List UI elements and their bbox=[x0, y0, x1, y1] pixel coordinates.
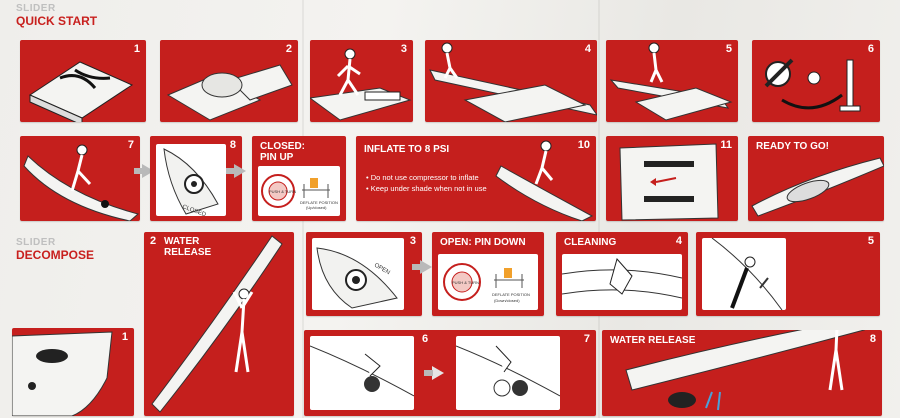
title-line: WATER bbox=[164, 236, 200, 247]
inflated-kayak-illustration bbox=[495, 140, 594, 221]
step-number: 11 bbox=[720, 139, 732, 151]
deflate-position-label: DEFLATE POSITION bbox=[492, 292, 530, 297]
arrow-right-icon bbox=[424, 366, 444, 380]
quick-start-title: QUICK START bbox=[16, 14, 98, 28]
title-line: PIN UP bbox=[260, 152, 294, 163]
fold-line bbox=[598, 0, 600, 418]
inflate-title: INFLATE TO 8 PSI bbox=[364, 144, 450, 155]
valve-diagram: PUSH & TURN DEFLATE POSITION (Up/closed) bbox=[258, 166, 340, 216]
ready-to-go-panel: READY TO GO! bbox=[748, 136, 884, 221]
water-release-2-title: WATER RELEASE bbox=[164, 236, 211, 258]
ready-title: READY TO GO! bbox=[756, 141, 829, 152]
open-pin-down-panel: OPEN: PIN DOWN PUSH & TURN DEFLATE POSIT… bbox=[432, 232, 544, 316]
valve-open-illustration: OPEN bbox=[316, 247, 398, 309]
inflate-panel: 10 INFLATE TO 8 PSI Do not use compresso… bbox=[356, 136, 596, 221]
closed-pin-up-title: CLOSED: PIN UP bbox=[260, 141, 305, 163]
pump-and-gauge-illustration bbox=[764, 58, 861, 112]
step-6-closeup bbox=[309, 336, 415, 410]
decompose-title: DECOMPOSE bbox=[16, 248, 95, 262]
dec-step-5-panel: 5 bbox=[696, 232, 880, 316]
qs-step-1-panel: 1 bbox=[20, 40, 146, 122]
closed-pin-up-panel: CLOSED: PIN UP PUSH & TURN DEFLATE POSIT… bbox=[252, 136, 346, 221]
kayak-vertical-illustration bbox=[151, 235, 283, 413]
arrow-right-icon bbox=[226, 164, 246, 178]
cleaning-closeup bbox=[561, 254, 683, 310]
push-turn-label: PUSH & TURN bbox=[269, 189, 296, 194]
dec-steps-6-7-panel: 6 7 bbox=[304, 330, 596, 416]
drain-pull-illustration bbox=[455, 345, 561, 397]
pump-connecting-illustration bbox=[23, 144, 140, 221]
open-label: OPEN bbox=[373, 263, 391, 277]
deflate-illustration bbox=[711, 237, 783, 311]
cleaning-illustration bbox=[561, 257, 683, 299]
cleaning-panel: 4 CLEANING bbox=[556, 232, 688, 316]
push-turn-label: PUSH & TURN bbox=[452, 280, 479, 285]
dec-step-1-panel: 1 bbox=[12, 328, 134, 416]
qs-step-5-panel: 5 bbox=[606, 40, 738, 122]
step-number: 2 bbox=[285, 43, 292, 55]
decompose-brand: SLIDER bbox=[16, 237, 56, 248]
qs-step-11-panel: 11 bbox=[606, 136, 738, 221]
step-number: 5 bbox=[725, 43, 732, 55]
deflate-position-label: DEFLATE POSITION bbox=[300, 200, 338, 205]
step-number: 4 bbox=[584, 43, 591, 55]
deflate-position-sub: (Down/closed) bbox=[494, 298, 520, 303]
step-7-closeup bbox=[455, 336, 561, 410]
ready-kayak-illustration bbox=[751, 157, 884, 217]
qs-step-7-panel: 7 bbox=[20, 136, 140, 221]
valve-closeup: CLOSED bbox=[156, 144, 226, 219]
title-line: CLOSED: bbox=[260, 141, 305, 152]
step-number: 6 bbox=[422, 333, 429, 345]
deflate-position-sub: (Up/closed) bbox=[306, 205, 327, 210]
folded-bag-illustration bbox=[28, 61, 134, 122]
water-release-2-panel: 2 WATER RELEASE bbox=[144, 232, 294, 416]
quick-start-brand: SLIDER bbox=[16, 3, 56, 14]
unfolding-illustration bbox=[166, 64, 293, 121]
step-number: 6 bbox=[867, 43, 874, 55]
open-pin-down-title: OPEN: PIN DOWN bbox=[440, 237, 526, 248]
step-number: 8 bbox=[229, 139, 236, 151]
qs-step-4-panel: 4 bbox=[425, 40, 597, 122]
step-number: 1 bbox=[121, 331, 128, 343]
unrolled-kayak-illustration bbox=[429, 42, 597, 122]
step-number: 10 bbox=[577, 139, 590, 151]
inflate-bullets: Do not use compressor to inflate Keep un… bbox=[366, 172, 487, 194]
title-line: RELEASE bbox=[164, 247, 212, 258]
qs-step-8-panel: 8 CLOSED bbox=[150, 136, 242, 221]
step-number: 7 bbox=[583, 333, 590, 345]
cleaning-title: CLEANING bbox=[564, 237, 617, 248]
step-number: 5 bbox=[867, 235, 874, 247]
seat-attach-illustration bbox=[619, 143, 719, 221]
step-number: 1 bbox=[133, 43, 140, 55]
valve-closed-diagram: PUSH & TURN DEFLATE POSITION (Up/closed) bbox=[261, 174, 338, 210]
valve-open-closeup: OPEN bbox=[312, 238, 404, 310]
deflate-closeup bbox=[702, 237, 786, 311]
inflate-bullet: Keep under shade when not in use bbox=[366, 183, 487, 194]
qs-step-2-panel: 2 bbox=[160, 40, 298, 122]
step-number: 3 bbox=[409, 235, 416, 247]
decompose-heading: SLIDER DECOMPOSE bbox=[16, 237, 94, 261]
inflate-bullet: Do not use compressor to inflate bbox=[366, 172, 487, 183]
step-number: 8 bbox=[869, 333, 876, 345]
arrow-right-icon bbox=[412, 260, 432, 274]
draining-kayak-illustration bbox=[625, 330, 866, 411]
qs-step-3-panel: 3 bbox=[310, 40, 413, 122]
water-release-8-title: WATER RELEASE bbox=[610, 335, 696, 346]
quick-start-heading: SLIDER QUICK START bbox=[16, 3, 97, 27]
water-release-8-panel: 8 WATER RELEASE bbox=[602, 330, 882, 416]
step-number: 2 bbox=[150, 235, 157, 247]
valve-open-diagram: PUSH & TURN DEFLATE POSITION (Down/close… bbox=[443, 263, 530, 303]
step-number: 3 bbox=[400, 43, 407, 55]
positioning-kayak-illustration bbox=[609, 42, 733, 121]
valve-side-illustration bbox=[12, 331, 113, 416]
step-number: 7 bbox=[127, 139, 134, 151]
valve-diagram: PUSH & TURN DEFLATE POSITION (Down/close… bbox=[438, 254, 538, 310]
valve-closed-illustration: CLOSED bbox=[163, 148, 219, 219]
drain-open-illustration bbox=[309, 345, 415, 397]
step-number: 4 bbox=[675, 235, 682, 247]
dec-step-3-panel: 3 OPEN bbox=[306, 232, 422, 316]
qs-step-6-panel: 6 bbox=[752, 40, 880, 122]
person-unrolling-illustration bbox=[310, 48, 412, 121]
